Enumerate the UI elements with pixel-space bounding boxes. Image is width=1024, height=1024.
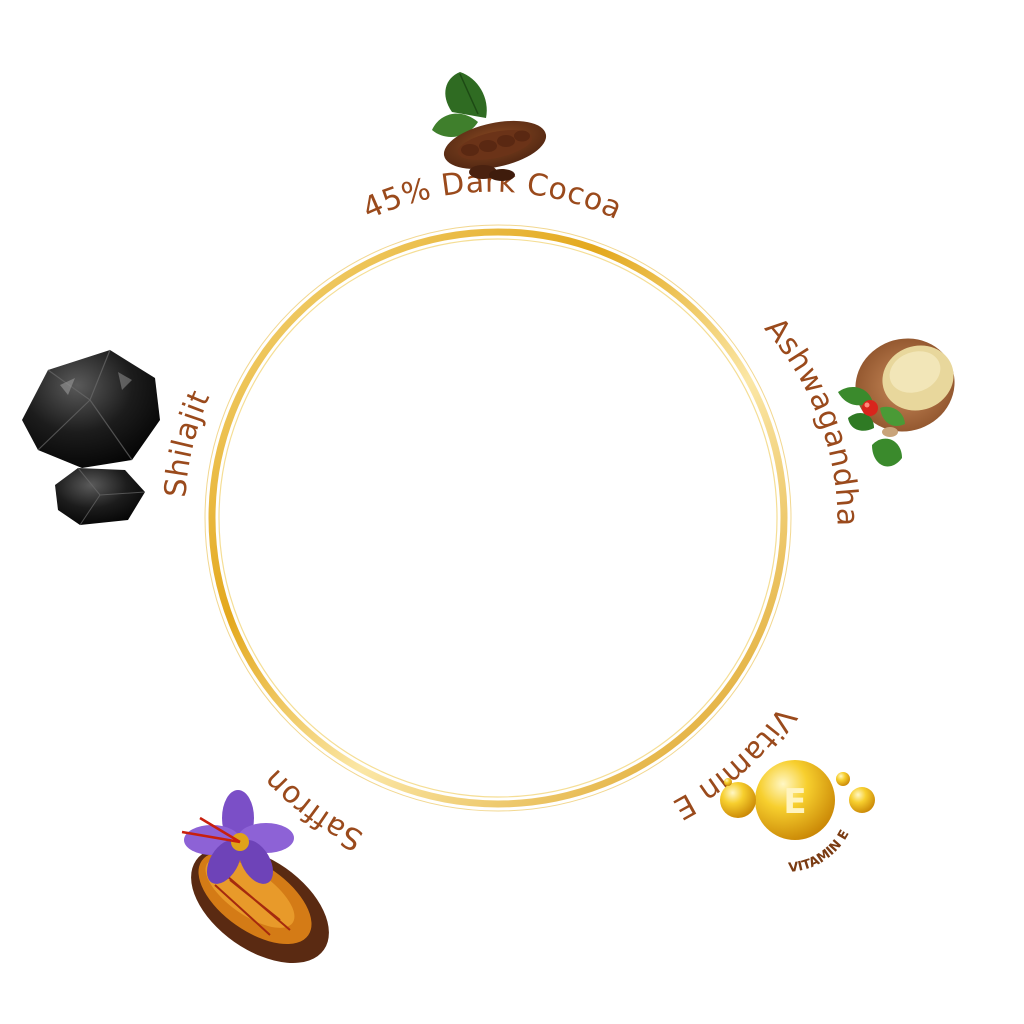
gold-ring <box>204 224 792 812</box>
saffron-flower-icon <box>181 790 329 963</box>
shilajit-rock-icon <box>22 349 160 526</box>
label-shilajit: Shilajit <box>158 385 217 498</box>
ashwagandha-bowl-icon <box>838 338 955 467</box>
cocoa-pod-icon <box>432 72 547 181</box>
svg-text:E: E <box>783 782 806 822</box>
